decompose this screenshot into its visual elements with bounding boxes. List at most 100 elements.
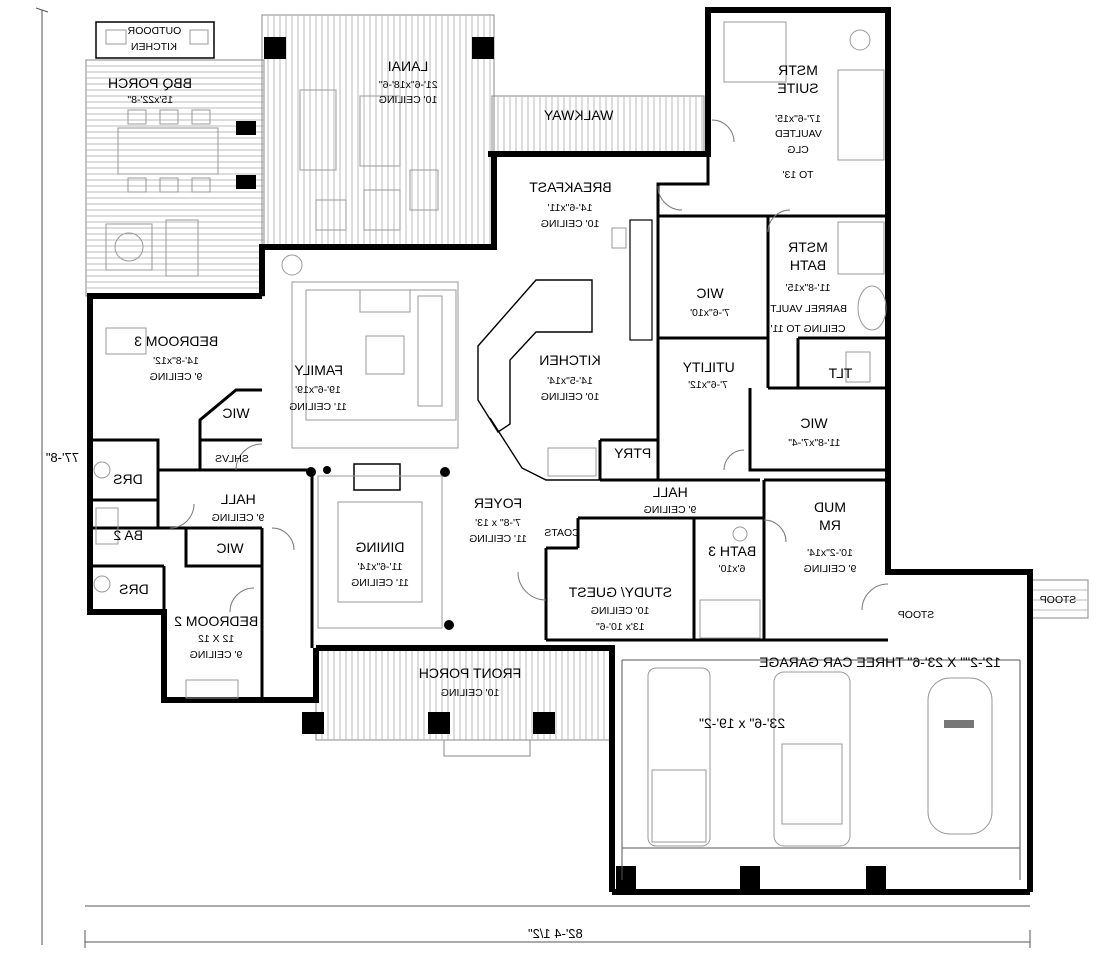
lanai-label: LANAI xyxy=(388,58,428,74)
sink-icon xyxy=(189,29,209,45)
kitchen-label: KITCHEN xyxy=(539,352,600,368)
wic-bed3-label: WIC xyxy=(222,405,249,421)
bath3-label: BATH 3 xyxy=(708,543,756,559)
kitchen-size: 14'-5"x14' xyxy=(547,375,593,387)
mud-room-label-1: MUD xyxy=(814,499,846,515)
shelves-label: SHLVS xyxy=(215,453,249,465)
mud-room-label-2: RM xyxy=(819,517,841,533)
hall-left-label: HALL xyxy=(220,491,255,507)
breakfast-size: 14'-6"x11' xyxy=(548,202,593,214)
overall-width-dimension: 82'-4 1/2" xyxy=(528,926,583,941)
garage-size: 23'-6" x 19'-2" xyxy=(699,715,785,731)
grill-icon xyxy=(105,29,127,45)
kitchen-cabinets xyxy=(477,219,653,481)
exterior-walls xyxy=(87,7,1033,895)
room-labels: OUTDOOR KITCHEN BBQ PORCH 15'x22'-8" LAN… xyxy=(108,25,1076,731)
wic-bed2-label: WIC xyxy=(216,540,243,556)
study-label: STUDY/ GUEST xyxy=(568,584,672,600)
bedroom3-size: 14'-8"x12' xyxy=(153,355,199,367)
family-size: 19'-6"x19' xyxy=(295,384,341,396)
front-porch-label: FRONT PORCH xyxy=(419,665,521,681)
family-ceiling: 11' CEILING xyxy=(289,401,347,413)
bath-fixtures xyxy=(93,327,761,699)
front-porch-ceiling: 10' CEILING xyxy=(441,687,500,699)
wic-master-label: WIC xyxy=(696,285,723,301)
bbq-porch-deck xyxy=(85,59,265,297)
outdoor-kitchen-label-2: KITCHEN xyxy=(131,41,177,53)
dining-label: DINING xyxy=(356,539,405,555)
lanai-furniture-icon xyxy=(299,89,439,231)
drs-top-label: DRS xyxy=(113,471,143,487)
wic-bath-size: 11'-8"x7'-4" xyxy=(788,437,840,449)
dining-size: 11'-6"x14' xyxy=(358,561,403,573)
bbq-table-icon xyxy=(117,109,219,193)
bath3-size: 6'x10' xyxy=(719,563,746,575)
bedroom3-label: BEDROOM 3 xyxy=(134,333,218,349)
stoop-steps xyxy=(1029,579,1089,619)
master-suite-size: 17'-6"x15' xyxy=(775,113,821,125)
master-suite-label-1: MSTR xyxy=(778,62,818,78)
master-bed-icon xyxy=(723,21,885,161)
overall-depth-dimension: 77'-8" xyxy=(45,450,79,465)
bedroom2-label: BEDROOM 2 xyxy=(174,613,258,629)
truck-icon xyxy=(647,667,711,847)
tub-icon xyxy=(837,221,887,383)
hall-right-ceiling: 9' CEILING xyxy=(644,504,697,516)
master-bath-ceiling-1: BARREL VAULT xyxy=(770,303,847,315)
foyer-label: FOYER xyxy=(474,495,522,511)
master-bath-label-2: BATH xyxy=(790,257,826,273)
car-icon xyxy=(927,677,993,835)
firepit-icon xyxy=(105,219,199,277)
hall-left-ceiling: 9' CEILING xyxy=(212,512,265,524)
door-swings xyxy=(169,119,889,613)
hall-right-label: HALL xyxy=(652,484,687,500)
ba2-label: BA 2 xyxy=(113,527,143,543)
dimension-lines xyxy=(35,7,1031,948)
interior-walls xyxy=(90,154,888,700)
kitchen-ceiling: 10' CEILING xyxy=(541,391,600,403)
lanai-ceiling: 10' CEILING xyxy=(379,94,438,106)
master-suite-ceiling-2: CLG xyxy=(787,144,809,156)
foyer-ceiling: 11' CEILING xyxy=(469,533,527,545)
study-ceiling: 10' CEILING xyxy=(591,605,650,617)
suv-icon xyxy=(773,671,851,847)
master-bath-label-1: MSTR xyxy=(788,239,828,255)
bbq-porch-label: BBQ PORCH xyxy=(108,75,192,91)
master-suite-label-2: SUITE xyxy=(777,80,818,96)
porch-columns xyxy=(236,37,886,894)
family-label: FAMILY xyxy=(294,362,343,378)
bedroom3-ceiling: 9' CEILING xyxy=(150,371,203,383)
toilet-label: TLT xyxy=(828,365,852,381)
utility-label: UTILITY xyxy=(682,359,735,375)
breakfast-label: BREAKFAST xyxy=(529,179,612,195)
outdoor-kitchen-label-1: OUTDOOR xyxy=(127,25,181,37)
pantry-label: PTRY xyxy=(613,445,651,461)
dining-table-icon xyxy=(317,463,443,629)
master-bath-ceiling-2: CEILING TO 11' xyxy=(771,323,846,335)
utility-size: 7'-6"x12' xyxy=(688,379,728,391)
wic-bath-label: WIC xyxy=(800,415,827,431)
drs-bottom-label: DRS xyxy=(119,581,149,597)
walkway-label: WALKWAY xyxy=(543,107,613,123)
mud-room-ceiling: 9' CEILING xyxy=(804,563,857,575)
walkway-deck xyxy=(491,95,705,155)
bedroom2-size: 12 X 12 xyxy=(198,633,234,645)
bbq-porch-size: 15'x22'-8" xyxy=(127,94,173,106)
garage-structure xyxy=(621,659,1021,880)
stoop-left-label: STOOP xyxy=(898,609,935,621)
garage-label: 12'-2"" X 23'-6" THREE CAR GARAGE xyxy=(759,654,1001,670)
lanai-size: 21'-6"x18'-6" xyxy=(379,79,438,91)
family-furniture-icon xyxy=(281,254,459,449)
master-suite-ceiling-1: VAULTED xyxy=(775,128,822,140)
bedroom2-ceiling: 9' CEILING xyxy=(190,649,243,661)
coats-label: COATS xyxy=(544,527,579,539)
breakfast-ceiling: 10' CEILING xyxy=(541,218,600,230)
foyer-size: 7'-8" x 13' xyxy=(475,517,521,529)
mud-room-size: 10'-2"x14' xyxy=(807,547,853,559)
master-suite-ceiling-3: TO 13' xyxy=(783,169,814,181)
study-size: 13'x 10'-6" xyxy=(596,621,645,633)
dining-ceiling: 11' CEILING xyxy=(351,577,409,589)
lanai-deck xyxy=(261,14,495,248)
